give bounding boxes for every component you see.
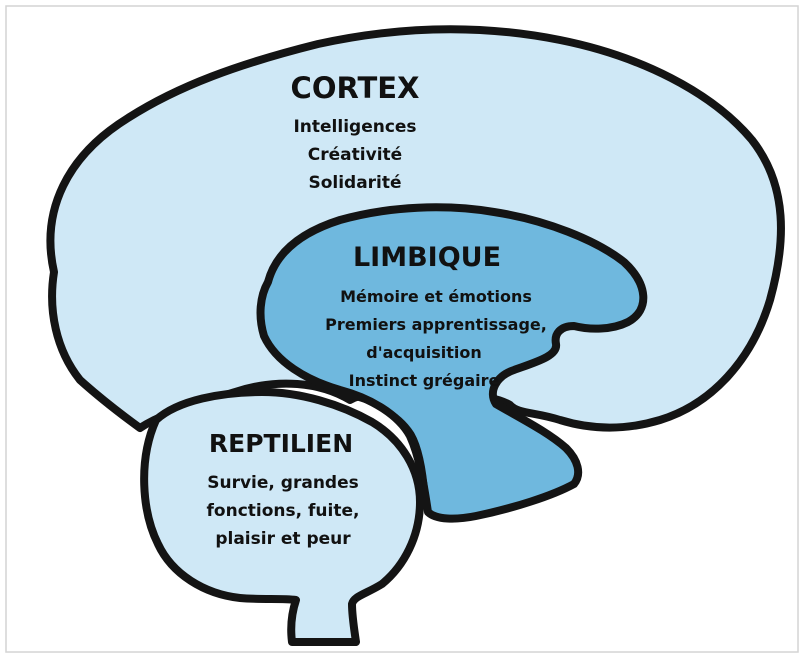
cortex-line-1: Intelligences (293, 117, 416, 137)
reptilien-line-3: plaisir et peur (215, 529, 351, 549)
cortex-title: CORTEX (291, 71, 420, 105)
limbique-line-1: Mémoire et émotions (340, 287, 532, 306)
limbique-line-2: Premiers apprentissage, (325, 315, 547, 334)
cortex-line-3: Solidarité (308, 173, 401, 193)
limbique-line-3: d'acquisition (366, 343, 481, 362)
reptilien-line-1: Survie, grandes (207, 473, 359, 493)
reptilien-title: REPTILIEN (209, 429, 353, 458)
reptilien-line-2: fonctions, fuite, (207, 501, 360, 521)
cortex-line-2: Créativité (308, 145, 402, 165)
limbique-line-4: Instinct grégaire (349, 371, 500, 390)
limbique-title: LIMBIQUE (353, 242, 501, 273)
